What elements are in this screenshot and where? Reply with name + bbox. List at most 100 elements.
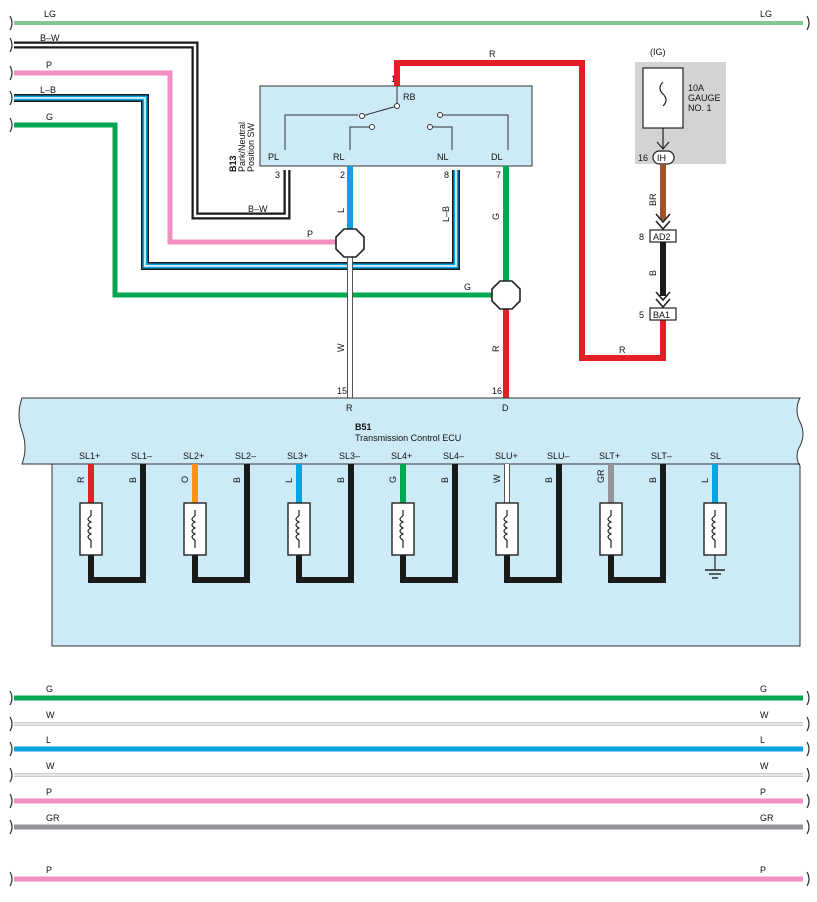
wire-label: L: [336, 208, 346, 213]
wire-label: P: [760, 787, 766, 797]
wire-break-mark: [9, 690, 13, 706]
wire-label: P: [46, 787, 52, 797]
wire-label: W: [336, 343, 346, 352]
pin-label-dl: DL: [491, 152, 503, 162]
solenoid-minus-label: SL1–: [131, 451, 152, 461]
wire-label: R: [619, 345, 626, 355]
coil-icon: [191, 515, 197, 541]
wire-b: B: [648, 242, 666, 296]
switch-name-line1: Park/Neutral: [237, 122, 247, 172]
connector-label: BA1: [653, 310, 670, 320]
junction-p-l: [335, 228, 365, 258]
fuse-icon: [659, 81, 667, 107]
wire-color-label: B: [544, 477, 554, 483]
wire-label: L–B: [441, 206, 451, 222]
solenoid-wire-minus: [504, 464, 562, 583]
pin-number: 3: [275, 170, 280, 180]
wire-label: P: [307, 229, 313, 239]
switch-id: B13: [228, 155, 238, 172]
fuse-name-line2: NO. 1: [688, 103, 712, 113]
solenoid-wire-minus: [608, 464, 666, 583]
wire-r-power: R R: [394, 49, 666, 361]
wire-label: G: [46, 684, 53, 694]
pin-label-rb: RB: [403, 92, 416, 102]
wire-label: B–W: [40, 33, 60, 43]
fuse-block: (IG) 10A GAUGE NO. 1: [635, 47, 726, 164]
wire-color-label: B: [440, 477, 450, 483]
connector-ba1: BA1 5: [639, 307, 677, 321]
pin-number: 8: [444, 170, 449, 180]
wire-break-mark: [9, 716, 13, 732]
park-neutral-switch: B13 Park/Neutral Position SW RB PL RL NL…: [228, 74, 533, 180]
wire-break-mark: [806, 819, 810, 835]
solenoid-sl-label: SL: [710, 451, 721, 461]
pin-number: 8: [639, 232, 644, 242]
connector-label: AD2: [653, 232, 671, 242]
wire-label: G: [46, 112, 53, 122]
connector-label: IH: [657, 153, 666, 163]
coil-icon: [711, 515, 717, 541]
wire-break-mark: [806, 767, 810, 783]
coil-icon: [87, 515, 93, 541]
wire-label: BR: [648, 193, 658, 206]
wire-label: W: [46, 710, 55, 720]
wire-l-rl: L: [336, 166, 353, 232]
connector-ih: IH 16: [638, 150, 675, 165]
wire-label: B–W: [248, 204, 268, 214]
top-wire-lg: LG LG: [14, 9, 803, 25]
wire-label: W: [46, 761, 55, 771]
pin-label-pl: PL: [268, 152, 279, 162]
wire-color-label: L: [284, 478, 294, 483]
wire-break-mark: [806, 741, 810, 757]
pin-label-rl: RL: [333, 152, 345, 162]
coil-icon: [399, 515, 405, 541]
wire-break-mark: [9, 871, 13, 887]
wire-color-label: O: [180, 476, 190, 483]
bottom-wire: GR GR: [9, 813, 810, 835]
wire-label: P: [46, 60, 52, 70]
wire-color-label: L: [700, 478, 710, 483]
wire-label: GR: [760, 813, 774, 823]
ground-icon: [705, 569, 725, 579]
solenoid-minus-label: SL2–: [235, 451, 256, 461]
wire-label: P: [46, 865, 52, 875]
pin-number: 15: [337, 386, 347, 396]
wire-label: GR: [46, 813, 60, 823]
wire-break-mark: [9, 819, 13, 835]
solenoid-sl: SL L: [700, 451, 727, 579]
fuse-rating: 10A: [688, 83, 704, 93]
wire-color-label: B: [128, 477, 138, 483]
wire-label: W: [760, 761, 769, 771]
solenoid-minus-label: SL4–: [443, 451, 464, 461]
wire-br: BR: [648, 164, 666, 220]
solenoid-plus-label: SL4+: [391, 451, 412, 461]
wire-break-mark: [806, 716, 810, 732]
solenoid-wire-minus: [88, 464, 146, 583]
wire-label: G: [491, 213, 501, 220]
switch-name-line2: Position SW: [246, 122, 256, 172]
wire-break-mark: [806, 793, 810, 809]
wire-break-mark: [806, 871, 810, 887]
wire-color-label: B: [232, 477, 242, 483]
wire-g-dl: G: [491, 166, 509, 283]
wire-l-b: L–B L–B: [14, 85, 460, 270]
wire-label: R: [491, 345, 501, 352]
wire-color-label: B: [648, 477, 658, 483]
solenoid-plus-label: SLT+: [599, 451, 620, 461]
pin-number: 16: [492, 386, 502, 396]
wire-break-mark: [9, 741, 13, 757]
ecu-id: B51: [355, 422, 372, 432]
junction-g-r: [491, 280, 521, 310]
wire-label: L: [46, 735, 51, 745]
